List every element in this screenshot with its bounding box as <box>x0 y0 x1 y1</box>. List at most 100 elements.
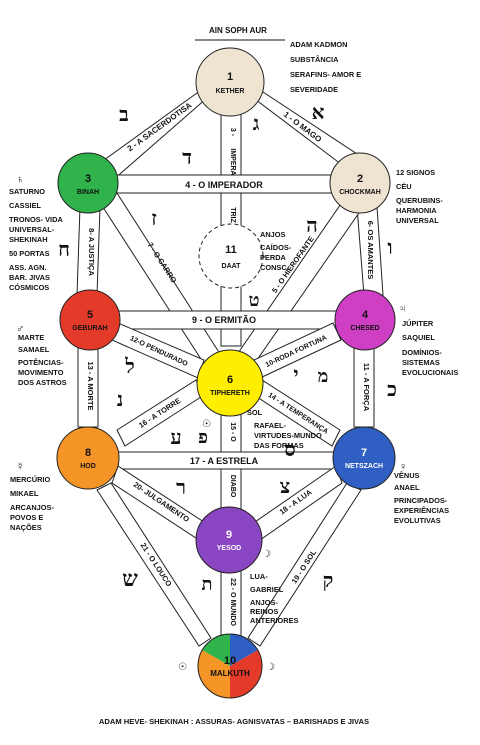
annotation-kether-line: SERAFINS- AMOR E <box>290 70 361 79</box>
hebrew-letter-kaph: כ <box>387 377 397 401</box>
annotation-netszach-line: ANAEL <box>394 483 420 492</box>
malkuth-sun-icon: ☉ <box>178 662 187 673</box>
annotation-daat-line: ANJOS <box>260 230 286 239</box>
sephirah-geburah-circle <box>59 289 121 351</box>
chockmah-number: 2 <box>357 173 363 185</box>
sephirah-yesod-circle <box>195 506 263 574</box>
planet-symbols: ♄ ♂ ♃ ☿ ♀ ☉ ☽ ☉ ☽ <box>16 174 407 673</box>
sephirah-chockmah-circle <box>329 152 391 214</box>
path-label-17: 17 - A ESTRELA <box>190 456 259 466</box>
sephirah-tiphereth-circle <box>196 349 264 417</box>
annotation-chockmah-line: 12 SIGNOS <box>396 168 435 177</box>
malkuth-name: MALKUTH <box>210 669 250 678</box>
annotation-binah-line: CASSIEL <box>9 201 42 210</box>
annotation-tiphereth-line: RAFAEL- <box>254 421 287 430</box>
annotation-geburah-line: POTÊNCIAS- <box>18 358 64 367</box>
chockmah-name: CHOCKMAH <box>339 189 381 196</box>
hebrew-letter-teth: ט <box>249 290 260 311</box>
chesed-name: CHESED <box>350 325 379 332</box>
annotation-yesod-line: REINOS <box>250 607 278 616</box>
geburah-number: 5 <box>87 309 93 321</box>
path-label-9: 9 - O ERMITÃO <box>192 315 256 325</box>
sephirah-hod-circle <box>56 426 120 490</box>
annotation-chockmah-line: QUERUBINS- <box>396 196 443 205</box>
malkuth-number: 10 <box>224 655 236 667</box>
hebrew-letter-qoph: ק <box>323 568 334 592</box>
sephirah-kether-circle <box>195 47 265 117</box>
hebrew-letter-ayin: ע <box>170 425 181 449</box>
annotation-kether-line: SUBSTÂNCIA <box>290 55 339 64</box>
hebrew-letter-yod: י <box>293 362 298 386</box>
annotation-binah-line: 50 PORTAS <box>9 249 50 258</box>
annotation-kether-line: ADAM KADMON <box>290 40 347 49</box>
annotation-netszach-line: EXPERIÊNCIAS <box>394 506 449 515</box>
annotation-daat-line: CONSC. <box>260 263 289 272</box>
annotation-hod-line: NAÇÕES <box>10 523 42 532</box>
hebrew-letter-samekh: ס <box>284 437 295 461</box>
path-bar-21 <box>96 482 212 647</box>
annotation-chesed-line: SAQUIEL <box>402 333 435 342</box>
annotation-kether: ADAM KADMON SUBSTÂNCIA SERAFINS- AMOR E … <box>290 40 361 94</box>
yesod-name: YESOD <box>217 545 242 552</box>
annotation-chesed: JÚPITER SAQUIEL DOMÍNIOS- SISTEMAS EVOLU… <box>402 319 458 377</box>
annotation-daat-line: CAÍDOS- <box>260 243 292 252</box>
saturn-icon: ♄ <box>16 174 24 186</box>
geburah-name: GEBURAH <box>72 325 107 332</box>
annotation-yesod-line: ANTERIORES <box>250 616 299 625</box>
header-title: AIN SOPH AUR <box>209 26 267 35</box>
path-label-15: 15 - O <box>229 422 236 442</box>
annotation-hod-line: MERCÚRIO <box>10 475 50 484</box>
hod-name: HOD <box>80 463 96 470</box>
hebrew-letter-he: ה <box>306 213 318 237</box>
annotation-chockmah-line: CÉU <box>396 182 412 191</box>
malkuth-moon-icon: ☽ <box>266 662 275 673</box>
annotation-binah-line: UNIVERSAL- <box>9 225 55 234</box>
yesod-number: 9 <box>226 529 232 541</box>
annotation-hod: MERCÚRIO MIKAEL ARCANJOS- POVOS E NAÇÕES <box>10 475 54 532</box>
venus-icon: ♀ <box>399 461 407 473</box>
hebrew-letter-nun: נ <box>117 387 124 411</box>
chesed-number: 4 <box>362 309 369 321</box>
annotation-hod-line: MIKAEL <box>10 489 39 498</box>
footer-text: ADAM HEVE- SHEKINAH : ASSURAS- AGNISVATA… <box>99 717 369 726</box>
moon-icon: ☽ <box>262 549 271 560</box>
malkuth-quarter-earth <box>197 650 230 699</box>
sephirah-netszach-circle <box>332 426 396 490</box>
annotation-chesed-line: JÚPITER <box>402 319 434 328</box>
annotation-kether-line: SEVERIDADE <box>290 85 338 94</box>
path-label-3c: TRIZ <box>229 207 236 223</box>
annotation-hod-line: ARCANJOS- <box>10 503 54 512</box>
hebrew-letter-zain: ז <box>151 206 157 230</box>
path-label-3a: 3 - <box>229 128 236 137</box>
hebrew-letter-pe: פ <box>198 427 208 448</box>
hebrew-letter-gimel: ג <box>253 111 260 135</box>
sun-icon: ☉ <box>202 419 211 430</box>
malkuth-quarter-fire <box>230 650 263 699</box>
mercury-icon: ☿ <box>16 461 24 473</box>
annotation-geburah-line: DOS ASTROS <box>18 378 67 387</box>
mars-icon: ♂ <box>16 323 24 335</box>
annotation-geburah-line: MARTE <box>18 333 44 342</box>
sephirah-malkuth <box>197 633 263 699</box>
binah-number: 3 <box>85 173 91 185</box>
annotation-geburah-line: SAMAEL <box>18 345 50 354</box>
annotations: ADAM KADMON SUBSTÂNCIA SERAFINS- AMOR E … <box>9 40 458 625</box>
hebrew-letter-daleth: ד <box>182 145 192 169</box>
hebrew-letter-tzaddi: צ <box>280 474 290 498</box>
annotation-chockmah-line: HARMONIA <box>396 206 437 215</box>
path-label-6: 6- OS AMANTES <box>366 221 375 279</box>
annotation-yesod-line: LUA- <box>250 572 268 581</box>
annotation-yesod-line: ANJOS- <box>250 598 278 607</box>
annotation-binah-line: CÓSMICOS <box>9 283 49 292</box>
netszach-number: 7 <box>361 447 367 459</box>
annotation-yesod-line: GABRIEL <box>250 585 284 594</box>
annotation-daat: ANJOS CAÍDOS- PERDA CONSC. <box>260 230 292 272</box>
annotation-chesed-line: SISTEMAS <box>402 358 440 367</box>
annotation-geburah-line: MOVIMENTO <box>18 368 64 377</box>
malkuth-outline <box>197 633 263 699</box>
netszach-name: NETSZACH <box>345 463 383 470</box>
path-label-11: 11 - A FORÇA <box>362 363 371 412</box>
annotation-geburah: MARTE SAMAEL POTÊNCIAS- MOVIMENTO DOS AS… <box>18 333 67 387</box>
hebrew-letter-mem: מ <box>318 366 329 387</box>
